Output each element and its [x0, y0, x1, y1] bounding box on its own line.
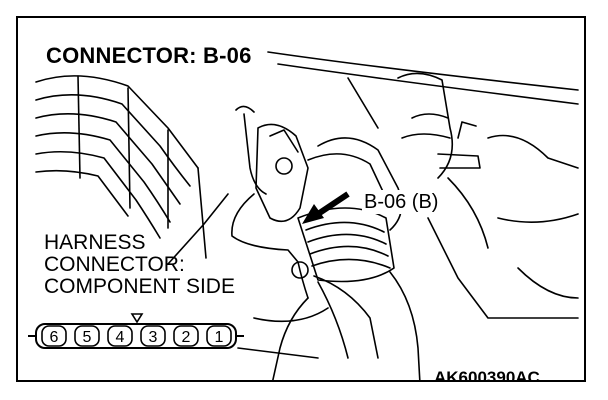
pin-marker-triangle	[130, 313, 144, 324]
connector-pin-number: 2	[182, 329, 191, 346]
engine-bay-illustration: 6 5 4 3 2 1	[28, 51, 579, 380]
callout-arrow	[302, 191, 350, 224]
connector-pin-cavity	[206, 325, 232, 347]
harness-label-line-3: COMPONENT SIDE	[44, 275, 235, 298]
harness-wire	[167, 193, 309, 380]
connector-callout: B-06 (B)	[362, 190, 441, 214]
hood-edge	[267, 51, 579, 129]
connector-pin-number: 5	[83, 329, 92, 346]
harness-label-line-2: CONNECTOR:	[44, 253, 185, 276]
figure-title: CONNECTOR: B-06	[46, 42, 258, 70]
lower-body	[237, 177, 579, 359]
harness-label-line-1: HARNESS	[44, 231, 146, 254]
connector-pin-number: 4	[116, 329, 125, 346]
air-hose	[307, 72, 579, 231]
intake-manifold	[35, 75, 207, 259]
connector-pin-number: 6	[50, 329, 59, 346]
connector-face-diagram: 6 5 4 3 2 1	[28, 313, 244, 349]
connector-pin-number: 1	[215, 329, 224, 346]
connector-pin-cavity	[107, 325, 133, 347]
intake-duct	[297, 207, 421, 380]
connector-pin-cavity	[140, 325, 166, 347]
connector-pin-cavity	[41, 325, 67, 347]
throttle-body	[235, 105, 309, 223]
connector-pin-number: 3	[149, 329, 158, 346]
connector-pin-cavity	[173, 325, 199, 347]
image-code: AK600390AC	[432, 368, 542, 380]
connector-pin-cavity	[74, 325, 100, 347]
